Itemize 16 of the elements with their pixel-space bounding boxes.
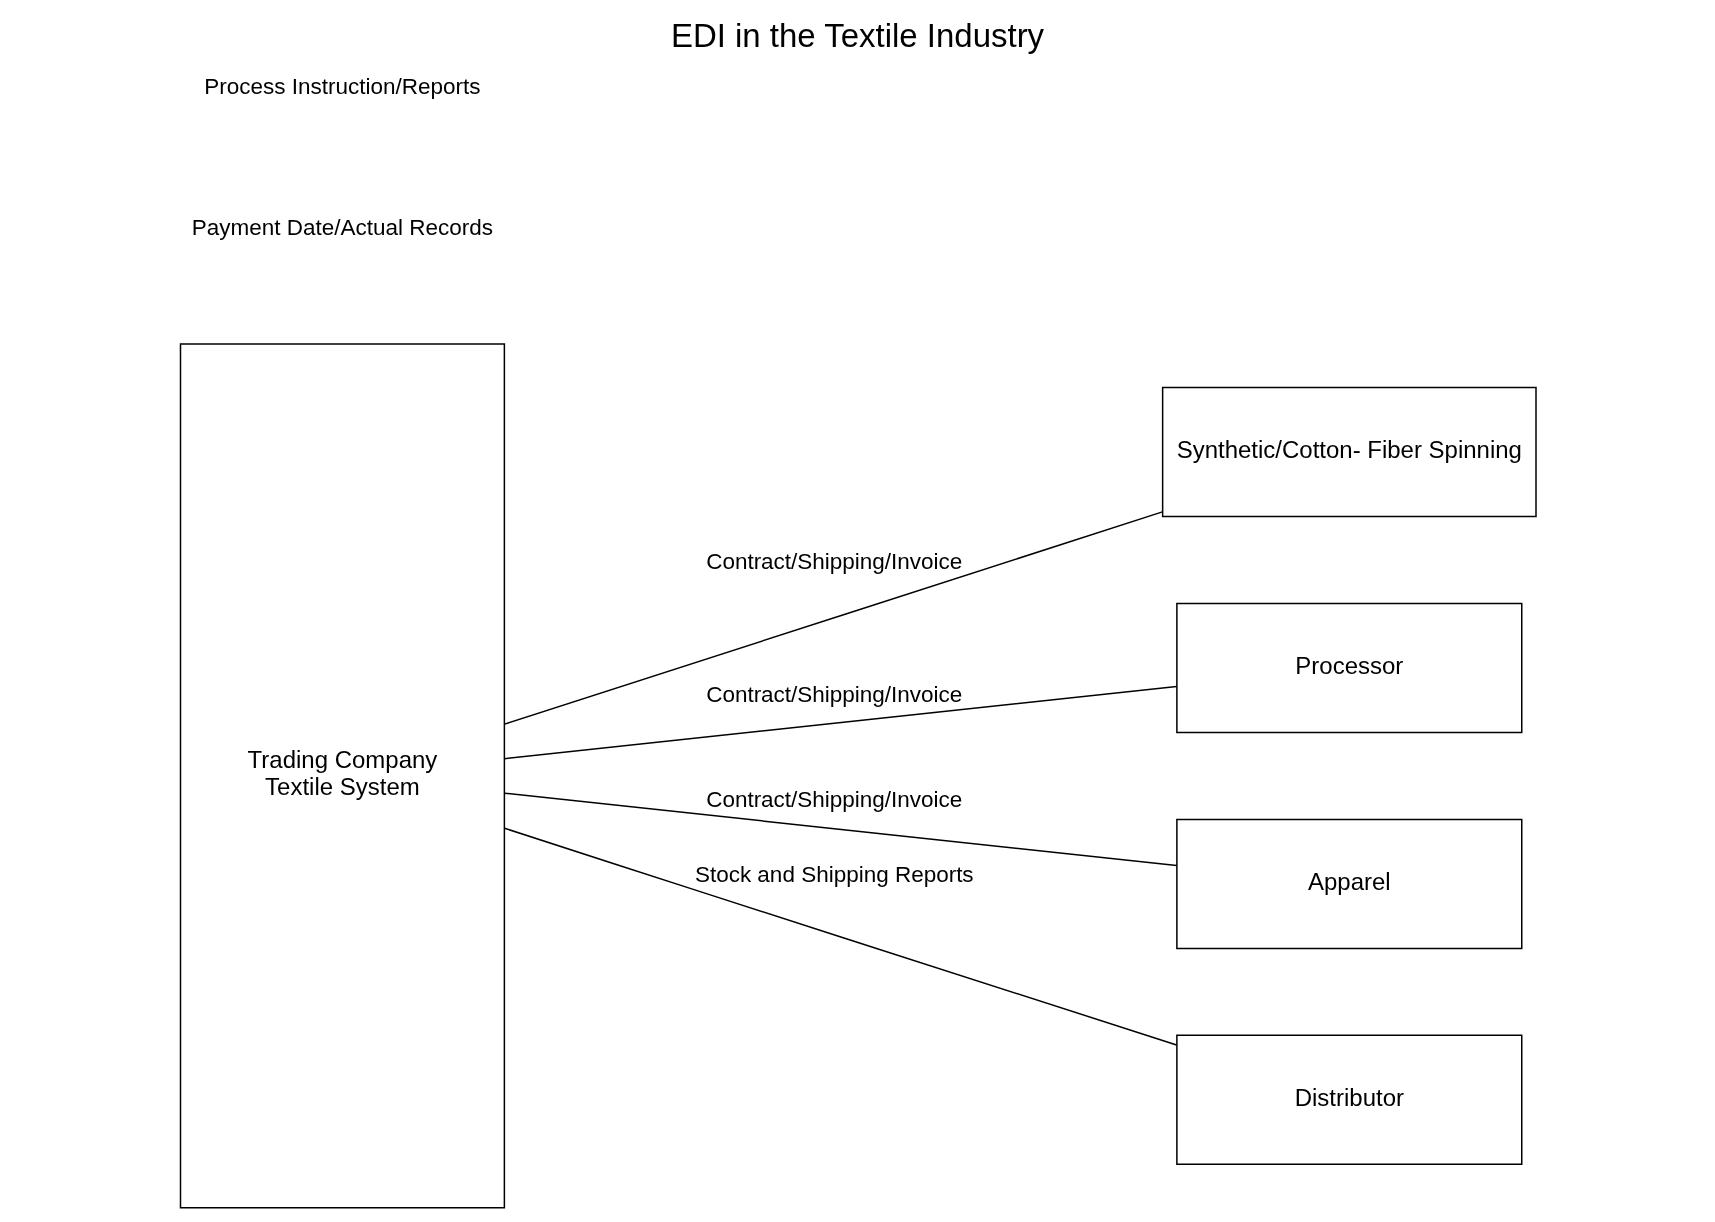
connector <box>503 792 1178 867</box>
connector <box>503 685 1178 760</box>
node-box: Processor <box>1176 602 1523 734</box>
edge-label: Stock and Shipping Reports <box>694 862 974 888</box>
node-box: Trading Company Textile System <box>179 343 506 1209</box>
edge-label: Contract/Shipping/Invoice <box>706 549 963 575</box>
label: Process Instruction/Reports <box>204 74 481 100</box>
node-box: Synthetic/Cotton- Fiber Spinning <box>1161 386 1537 518</box>
connector <box>503 511 1164 725</box>
node-box: Apparel <box>1176 818 1523 950</box>
connector <box>503 827 1178 1046</box>
edge-label: Contract/Shipping/Invoice <box>706 787 963 813</box>
node-box: Distributor <box>1176 1034 1523 1166</box>
diagram-title: EDI in the Textile Industry <box>670 16 1045 54</box>
edge-label: Contract/Shipping/Invoice <box>706 682 963 708</box>
label: Payment Date/Actual Records <box>191 215 494 241</box>
